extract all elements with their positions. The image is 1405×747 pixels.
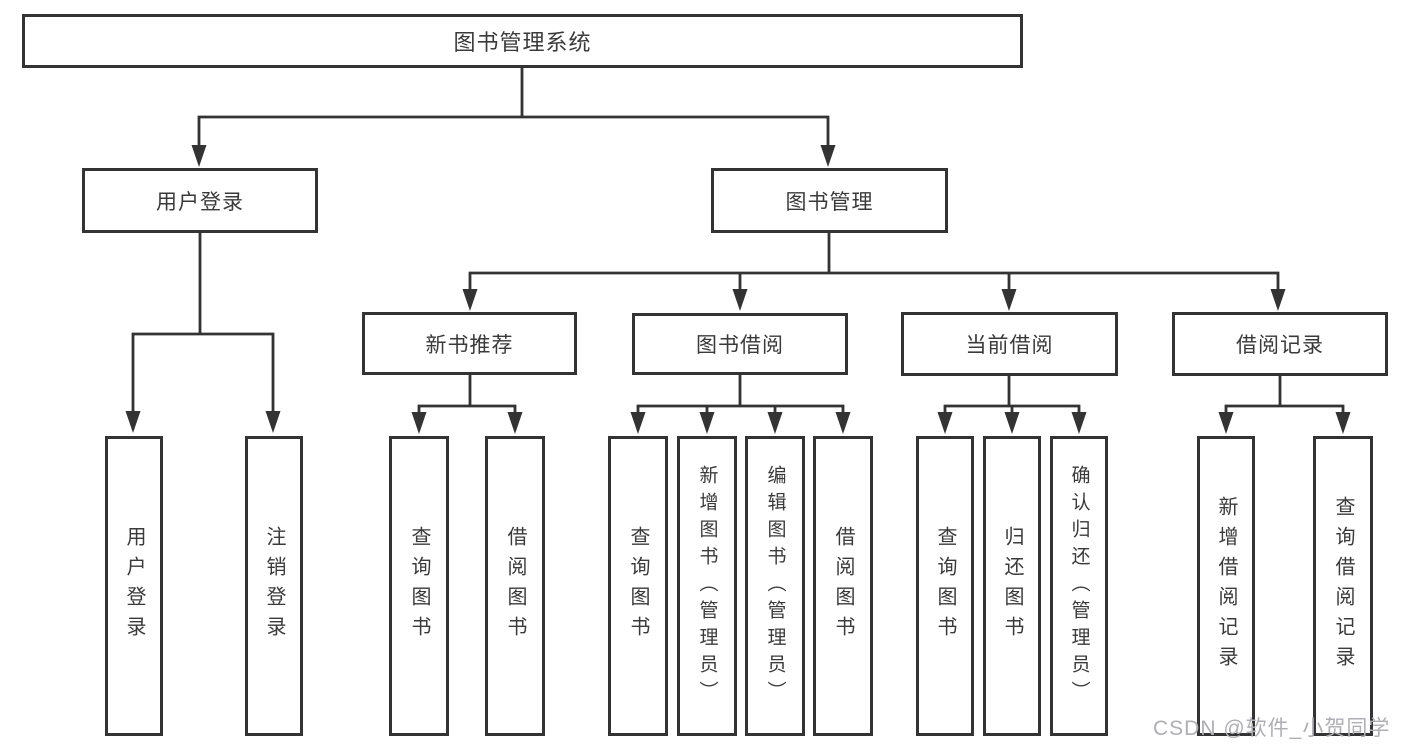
arrowhead [411,412,427,434]
leaf-confirm-return-admin: 确认归还（管理员） [1050,436,1108,736]
leaf-label: 新增图书（管理员） [696,464,718,708]
node-book-borrowing: 图书借阅 [632,313,848,375]
arrowhead [820,145,836,167]
leaf-return-books: 归还图书 [983,436,1041,736]
leaf-label: 用户登录 [123,526,145,646]
arrowhead [507,412,523,434]
arrowhead [462,289,478,311]
arrowhead [191,145,207,167]
leaf-query-books-current: 查询图书 [916,436,974,736]
leaf-label: 编辑图书（管理员） [764,464,786,708]
leaf-label: 查询借阅记录 [1332,496,1354,676]
edge-borrow-split [636,404,845,413]
edge-records-split [1224,404,1345,413]
arrowhead [265,411,281,433]
leaf-add-books-admin: 新增图书（管理员） [677,436,737,736]
leaf-edit-books-admin: 编辑图书（管理员） [745,436,805,736]
leaf-label: 确认归还（管理员） [1068,464,1090,708]
leaf-label: 归还图书 [1001,526,1023,646]
leaf-query-books-recommend: 查询图书 [389,436,449,736]
leaf-add-borrow-record: 新增借阅记录 [1197,436,1255,736]
node-user-login: 用户登录 [82,168,318,233]
arrowhead [767,412,783,434]
leaf-borrow-books: 借阅图书 [813,436,873,736]
leaf-label: 查询图书 [934,526,956,646]
leaf-label: 借阅图书 [832,526,854,646]
arrowhead [937,412,953,434]
node-new-book-recommend: 新书推荐 [362,312,577,375]
node-book-management: 图书管理 [711,168,948,233]
node-root-library-system: 图书管理系统 [22,14,1023,68]
arrowhead [1001,289,1017,311]
arrowhead [1071,412,1087,434]
arrowhead [1270,289,1286,311]
edge-root-split [197,115,830,147]
arrowhead [1004,412,1020,434]
edge-userlogin-split [131,332,275,412]
node-borrowing-records: 借阅记录 [1172,312,1388,376]
edge-newbook-split [417,404,517,413]
leaf-label: 查询图书 [408,526,430,646]
leaf-user-login: 用户登录 [105,436,163,736]
arrowhead [1218,412,1234,434]
leaf-query-borrow-record: 查询借阅记录 [1313,436,1373,736]
arrowhead [699,412,715,434]
arrowhead [630,412,646,434]
edge-bookmgmt-split [468,271,1280,291]
leaf-label: 查询图书 [627,526,649,646]
leaf-label: 新增借阅记录 [1215,496,1237,676]
leaf-label: 注销登录 [263,526,285,646]
csdn-watermark: CSDN @软件_小贺同学 [1153,717,1391,740]
arrowhead [835,412,851,434]
node-current-borrowing: 当前借阅 [901,312,1118,376]
leaf-logout: 注销登录 [245,436,303,736]
leaf-label: 借阅图书 [504,526,526,646]
arrowhead [732,289,748,311]
leaf-borrow-books-recommend: 借阅图书 [485,436,545,736]
arrowhead [1335,412,1351,434]
arrowhead [125,411,141,433]
leaf-query-books-borrow: 查询图书 [608,436,668,736]
